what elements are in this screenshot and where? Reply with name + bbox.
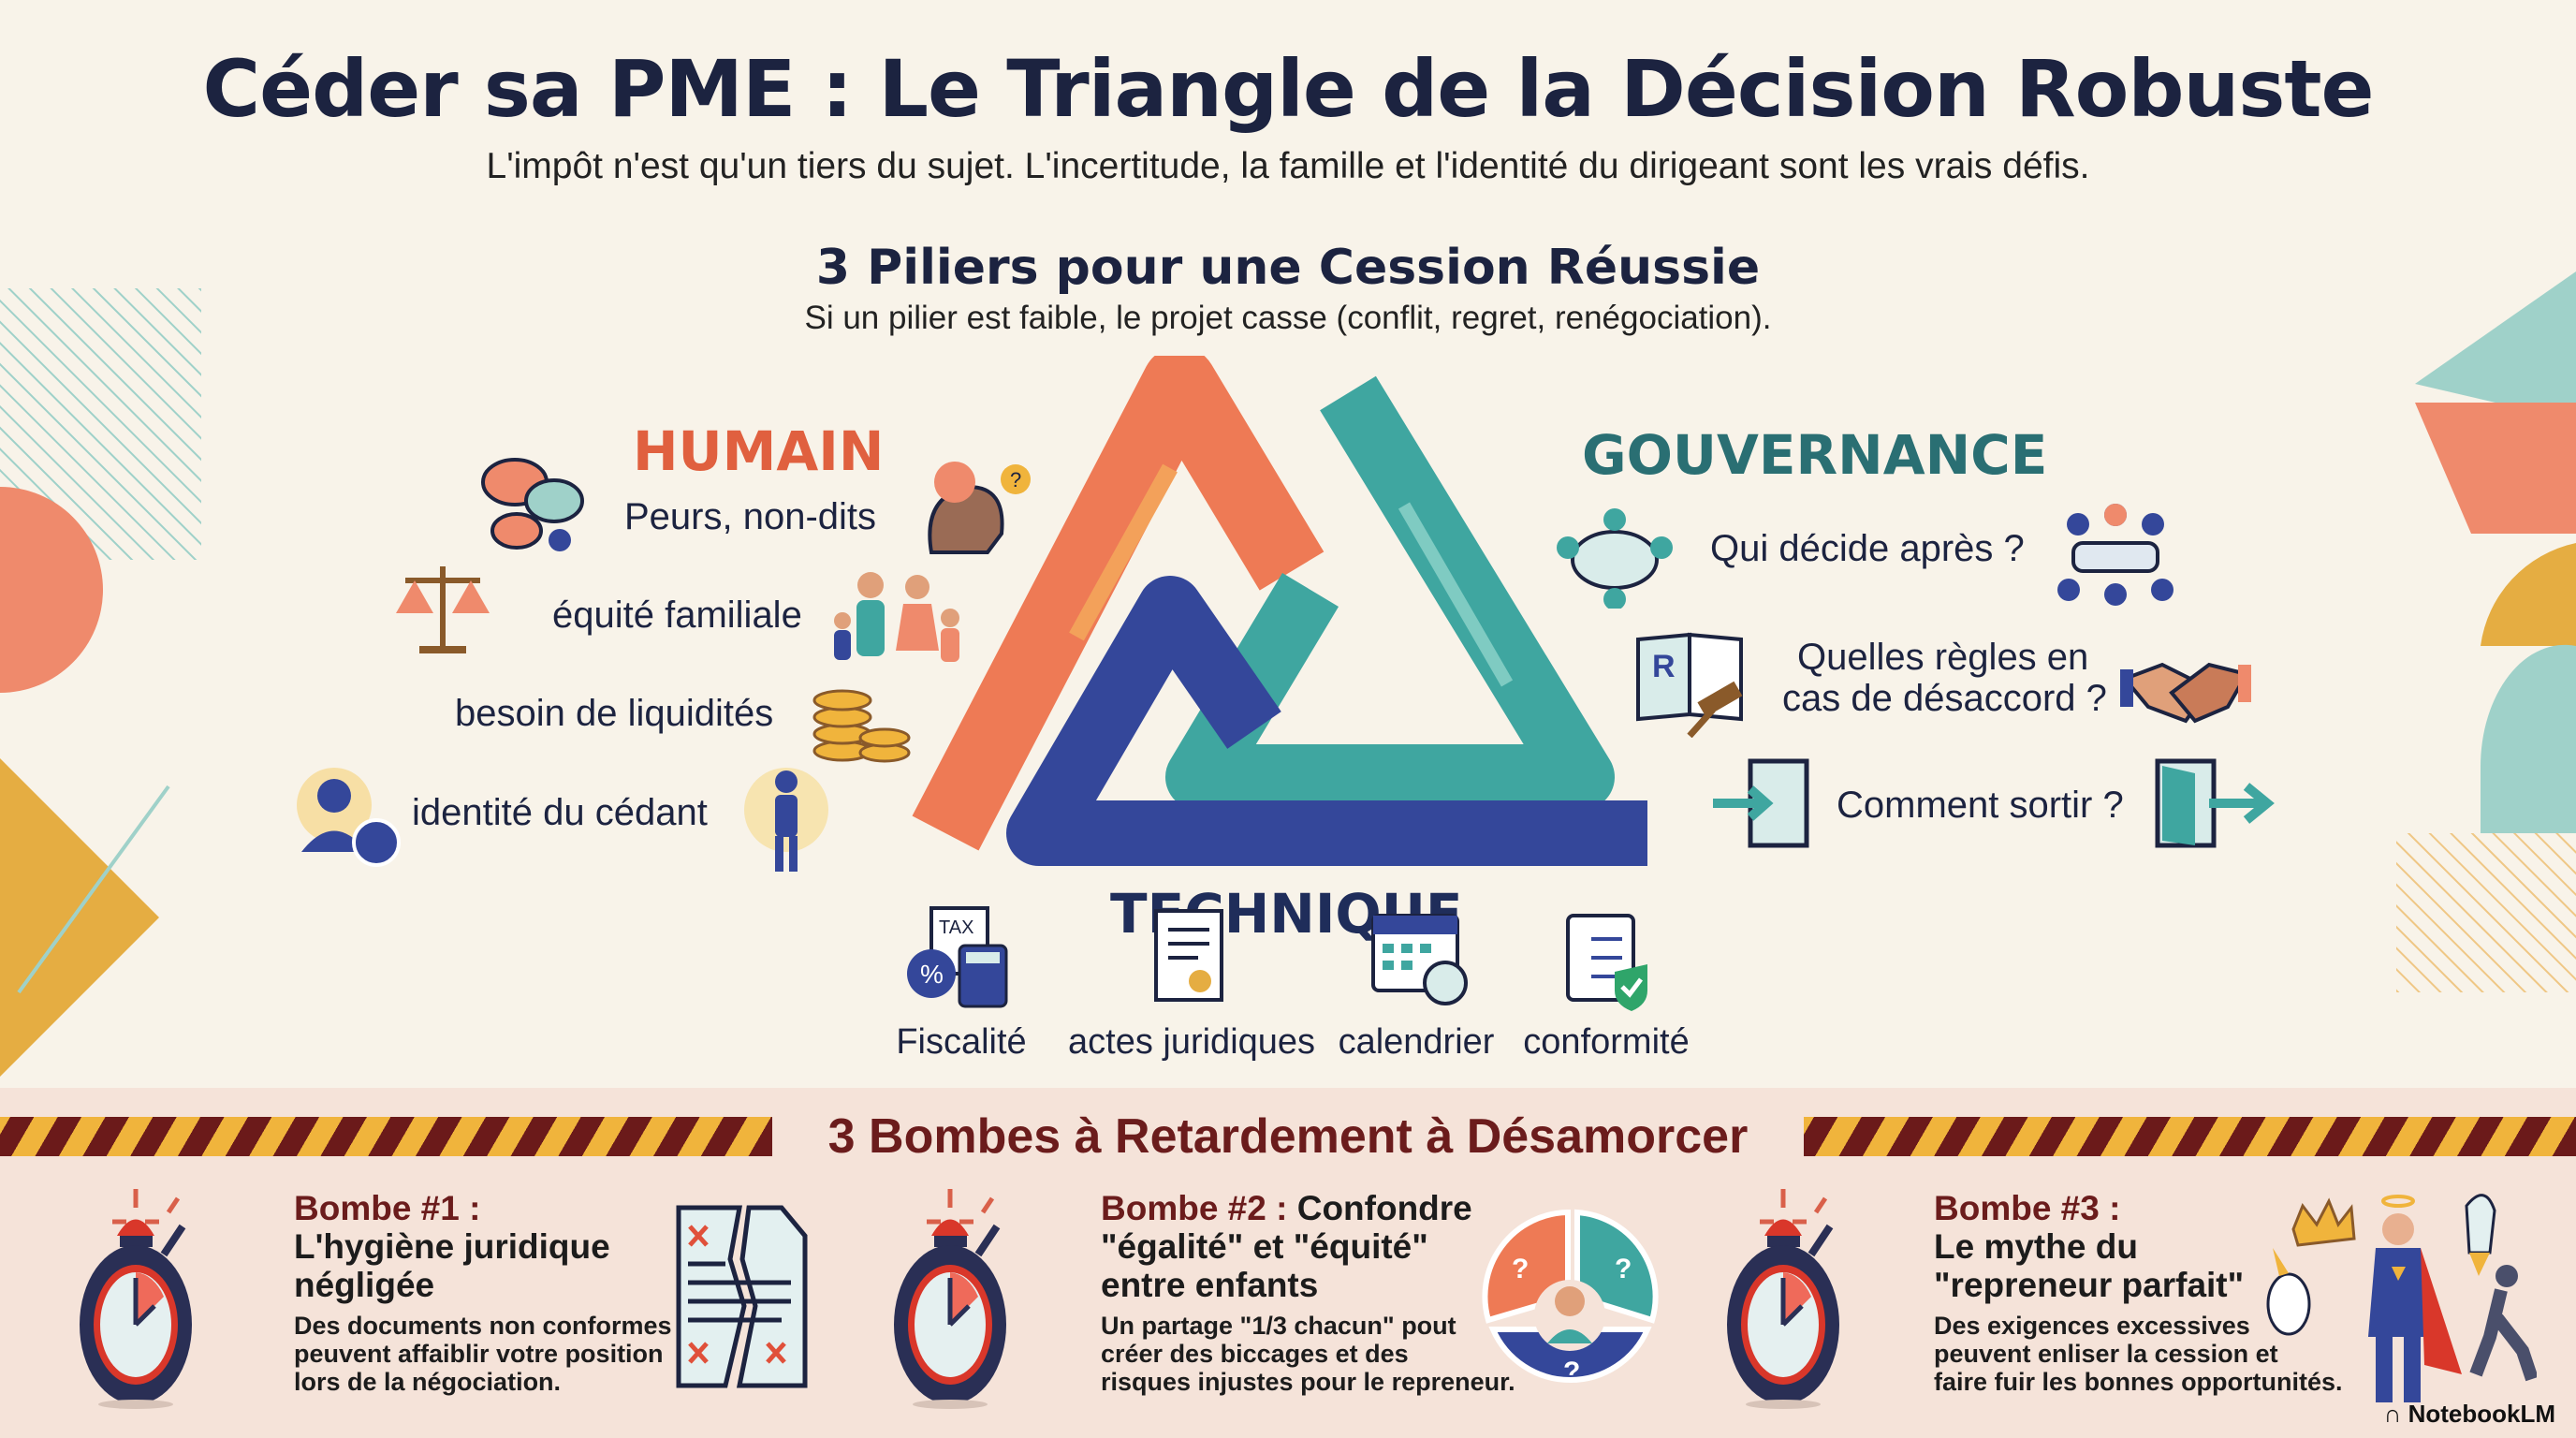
bomb-3-desc: Des exigences excessives bbox=[1934, 1312, 2250, 1340]
legal-document-icon bbox=[1154, 909, 1223, 1002]
humain-item: équité familiale bbox=[552, 594, 802, 636]
svg-text:%: % bbox=[920, 960, 944, 989]
compliance-checklist-icon bbox=[1566, 914, 1647, 1011]
superhero-unicorn-icon bbox=[2266, 1194, 2537, 1402]
brand-label: NotebookLM bbox=[2408, 1400, 2555, 1428]
speech-bubbles-icon bbox=[481, 458, 584, 551]
bomb-2-desc: risques injustes pour le repreneur. bbox=[1101, 1368, 1515, 1396]
calendar-clock-icon bbox=[1371, 914, 1468, 1005]
bomb-3-text: Bombe #3 : Le mythe du "repreneur parfai… bbox=[1934, 1189, 2343, 1396]
humain-item: identité du cédant bbox=[412, 792, 708, 833]
person-building-icon bbox=[297, 768, 401, 867]
handshake-icon bbox=[2120, 662, 2251, 724]
tax-label: TAX bbox=[939, 917, 973, 938]
board-meeting-icon bbox=[2057, 504, 2174, 606]
meeting-table-icon bbox=[1557, 508, 1673, 609]
svg-text:?: ? bbox=[1512, 1254, 1529, 1284]
svg-text:?: ? bbox=[1010, 468, 1021, 492]
bomb-2-desc: créer des biccages et des bbox=[1101, 1340, 1409, 1368]
tax-calculator-icon: TAX% bbox=[907, 906, 1008, 1008]
bombs-title: 3 Bombes à Retardement à Désamorcer bbox=[827, 1109, 1749, 1164]
bomb-2-text: Bombe #2 : Confondre "égalité" et "équit… bbox=[1101, 1189, 1515, 1396]
time-bomb-icon bbox=[75, 1184, 262, 1409]
bomb-3-title: Le mythe du bbox=[1934, 1227, 2138, 1266]
bomb-2-label: Bombe #2 : bbox=[1101, 1189, 1288, 1227]
book-letter: R bbox=[1652, 649, 1676, 684]
humain-band bbox=[912, 356, 1325, 851]
pillar-gouvernance-title: GOUVERNANCE bbox=[1582, 423, 2048, 487]
bomb-1-title: L'hygiène juridique bbox=[294, 1227, 610, 1266]
exit-door-icon bbox=[2155, 758, 2275, 848]
bomb-2-desc: Un partage "1/3 chacun" pout bbox=[1101, 1312, 1456, 1340]
bomb-2-title: Confondre bbox=[1296, 1189, 1472, 1227]
bomb-1-desc: peuvent affaiblir votre position bbox=[294, 1340, 664, 1368]
bomb-1-text: Bombe #1 : L'hygiène juridique négligée … bbox=[294, 1189, 672, 1396]
bomb-3-title: "repreneur parfait" bbox=[1934, 1266, 2245, 1304]
bomb-1-title: négligée bbox=[294, 1266, 435, 1304]
torn-document-icon bbox=[676, 1205, 808, 1388]
humain-item: Peurs, non-dits bbox=[624, 496, 877, 537]
bomb-3-desc: faire fuir les bonnes opportunités. bbox=[1934, 1368, 2343, 1396]
humain-item: besoin de liquidités bbox=[455, 693, 774, 734]
time-bomb-icon bbox=[889, 1184, 1076, 1409]
standing-person-icon bbox=[744, 768, 828, 872]
technique-band bbox=[1006, 576, 1647, 866]
bomb-3-desc: peuvent enliser la cession et bbox=[1934, 1340, 2278, 1368]
gouvernance-item: Comment sortir ? bbox=[1837, 785, 2124, 826]
enter-door-icon bbox=[1713, 758, 1809, 848]
notebooklm-brand: ∩ NotebookLM bbox=[2384, 1400, 2555, 1429]
coins-icon bbox=[812, 689, 911, 763]
gouvernance-item: Qui décide après ? bbox=[1710, 528, 2025, 569]
decision-triangle bbox=[912, 356, 1647, 866]
gouvernance-item: cas de désaccord ? bbox=[1782, 678, 2107, 719]
svg-text:?: ? bbox=[1563, 1357, 1580, 1387]
bomb-2-title: entre enfants bbox=[1101, 1266, 1319, 1304]
bomb-3-label: Bombe #3 : bbox=[1934, 1189, 2121, 1227]
technique-item: Fiscalité bbox=[896, 1022, 1027, 1062]
bomb-1-label: Bombe #1 : bbox=[294, 1189, 481, 1227]
time-bomb-icon bbox=[1722, 1184, 1910, 1409]
bomb-1-desc: Des documents non conformes bbox=[294, 1312, 672, 1340]
notebooklm-logo-icon: ∩ bbox=[2383, 1400, 2408, 1428]
bomb-1-desc: lors de la négociation. bbox=[294, 1368, 562, 1396]
left-decoration bbox=[0, 288, 201, 1077]
technique-item: actes juridiques bbox=[1068, 1022, 1316, 1062]
svg-text:?: ? bbox=[1615, 1254, 1632, 1284]
page-subtitle: L'impôt n'est qu'un tiers du sujet. L'in… bbox=[486, 146, 2090, 186]
thinking-head-icon: ? bbox=[928, 462, 1031, 554]
right-decoration bbox=[2396, 271, 2576, 992]
law-book-gavel-icon: R bbox=[1636, 632, 1743, 738]
hazard-stripe-right bbox=[1804, 1117, 2576, 1156]
technique-item: conformité bbox=[1523, 1022, 1690, 1062]
family-icon bbox=[834, 572, 959, 662]
pillars-subtitle: Si un pilier est faible, le projet casse… bbox=[804, 300, 1772, 336]
page-title: Céder sa PME : Le Triangle de la Décisio… bbox=[202, 43, 2375, 135]
technique-item: calendrier bbox=[1338, 1022, 1495, 1062]
hazard-stripe-left bbox=[0, 1117, 772, 1156]
gouvernance-item: Quelles règles en bbox=[1797, 637, 2089, 678]
pillars-title: 3 Piliers pour une Cession Réussie bbox=[815, 240, 1761, 296]
bomb-2-title: "égalité" et "équité" bbox=[1101, 1227, 1428, 1266]
broken-puzzle-circle-icon: ??? bbox=[1482, 1209, 1659, 1387]
scales-icon bbox=[396, 566, 490, 653]
pillar-humain-title: HUMAIN bbox=[633, 419, 885, 483]
